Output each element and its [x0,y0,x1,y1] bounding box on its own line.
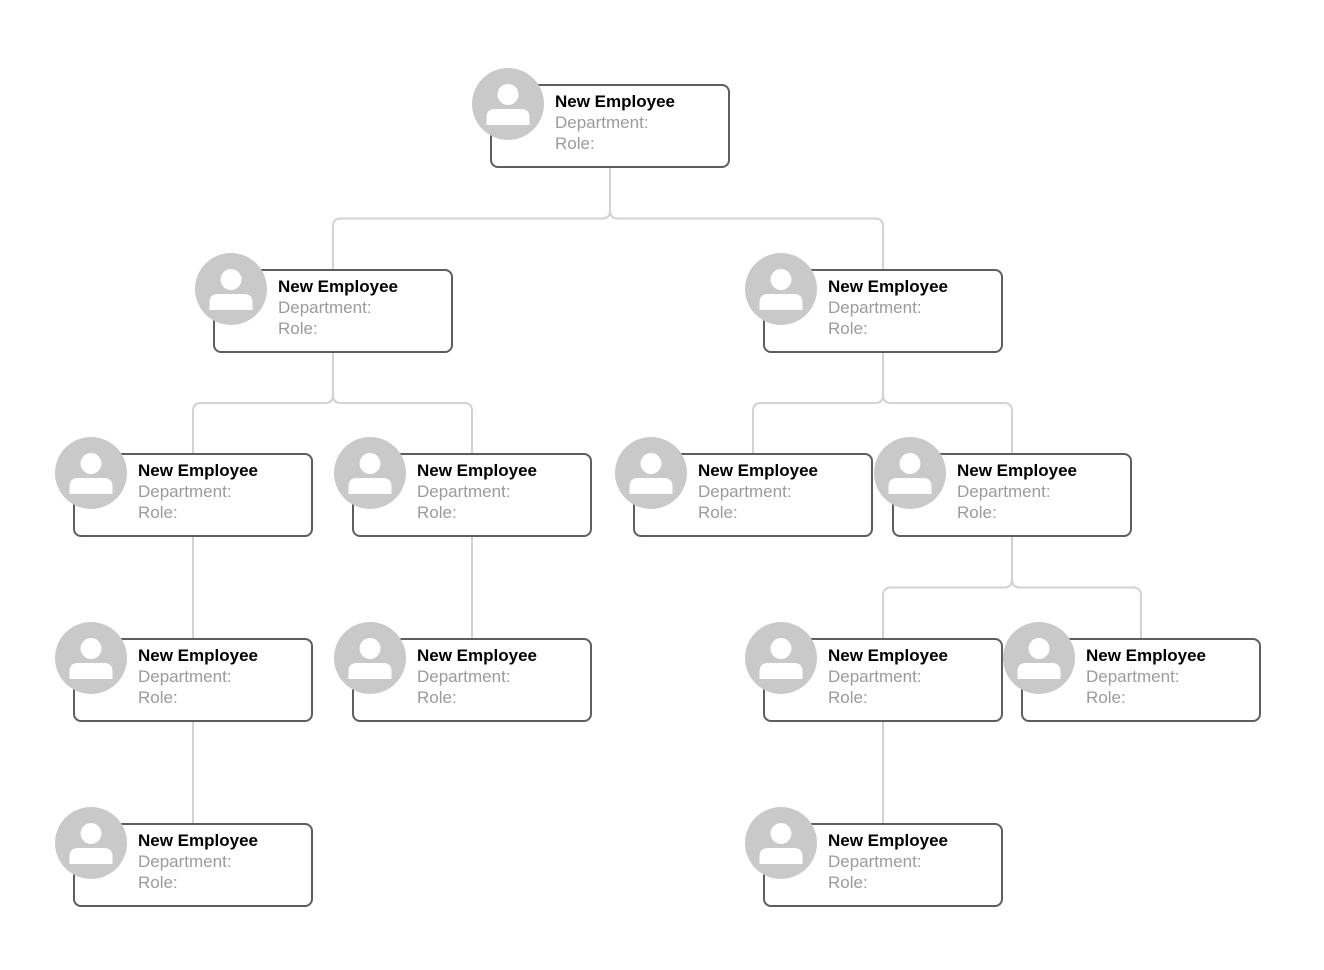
person-avatar-icon [195,253,267,325]
employee-role-label: Role: [698,503,738,522]
employee-department-label: Department: [828,667,922,686]
employee-node-n1[interactable]: New Employee Department: Role: [472,68,730,168]
employee-role-label: Role: [417,503,457,522]
employee-department-label: Department: [828,298,922,317]
employee-name: New Employee [698,461,818,480]
employee-name: New Employee [957,461,1077,480]
connector-line-n7-n10[interactable] [882,537,1013,638]
employee-department-label: Department: [278,298,372,317]
employee-node-text: New Employee Department: Role: [138,460,305,523]
employee-node-text: New Employee Department: Role: [957,460,1124,523]
employee-role-label: Role: [138,873,178,892]
employee-node-n7[interactable]: New Employee Department: Role: [874,437,1132,537]
employee-node-n13[interactable]: New Employee Department: Role: [745,807,1003,907]
connector-line-n7-n11[interactable] [1011,537,1142,638]
employee-node-text: New Employee Department: Role: [828,645,995,708]
connector-line-n2-n4[interactable] [192,353,334,453]
employee-role-label: Role: [828,319,868,338]
employee-role-label: Role: [1086,688,1126,707]
employee-node-n10[interactable]: New Employee Department: Role: [745,622,1003,722]
employee-node-n6[interactable]: New Employee Department: Role: [615,437,873,537]
person-avatar-icon [334,437,406,509]
person-avatar-icon [745,253,817,325]
employee-node-text: New Employee Department: Role: [138,645,305,708]
employee-node-n8[interactable]: New Employee Department: Role: [55,622,313,722]
employee-node-text: New Employee Department: Role: [1086,645,1253,708]
employee-department-label: Department: [138,482,232,501]
employee-name: New Employee [828,646,948,665]
person-avatar-icon [745,622,817,694]
employee-name: New Employee [138,461,258,480]
employee-department-label: Department: [698,482,792,501]
employee-node-text: New Employee Department: Role: [278,276,445,339]
employee-department-label: Department: [1086,667,1180,686]
employee-node-n3[interactable]: New Employee Department: Role: [745,253,1003,353]
employee-department-label: Department: [417,482,511,501]
employee-role-label: Role: [828,688,868,707]
employee-name: New Employee [828,277,948,296]
employee-node-n11[interactable]: New Employee Department: Role: [1003,622,1261,722]
employee-department-label: Department: [417,667,511,686]
employee-name: New Employee [417,646,537,665]
employee-node-text: New Employee Department: Role: [698,460,865,523]
employee-department-label: Department: [957,482,1051,501]
employee-node-text: New Employee Department: Role: [417,645,584,708]
employee-node-n12[interactable]: New Employee Department: Role: [55,807,313,907]
employee-role-label: Role: [138,503,178,522]
employee-name: New Employee [278,277,398,296]
person-avatar-icon [745,807,817,879]
employee-department-label: Department: [828,852,922,871]
employee-role-label: Role: [828,873,868,892]
connector-line-n2-n5[interactable] [332,353,473,453]
connector-line-n3-n6[interactable] [752,353,884,453]
employee-name: New Employee [138,831,258,850]
employee-department-label: Department: [138,852,232,871]
employee-node-n9[interactable]: New Employee Department: Role: [334,622,592,722]
employee-node-n5[interactable]: New Employee Department: Role: [334,437,592,537]
employee-role-label: Role: [957,503,997,522]
employee-name: New Employee [555,92,675,111]
employee-node-text: New Employee Department: Role: [555,91,722,154]
employee-node-n4[interactable]: New Employee Department: Role: [55,437,313,537]
person-avatar-icon [55,437,127,509]
person-avatar-icon [55,807,127,879]
person-avatar-icon [1003,622,1075,694]
employee-role-label: Role: [555,134,595,153]
person-avatar-icon [334,622,406,694]
employee-department-label: Department: [555,113,649,132]
employee-name: New Employee [138,646,258,665]
person-avatar-icon [874,437,946,509]
person-avatar-icon [472,68,544,140]
person-avatar-icon [55,622,127,694]
employee-node-text: New Employee Department: Role: [138,830,305,893]
employee-role-label: Role: [417,688,457,707]
employee-role-label: Role: [138,688,178,707]
connector-line-n3-n7[interactable] [882,353,1013,453]
employee-name: New Employee [1086,646,1206,665]
connector-line-n1-n3[interactable] [609,168,884,269]
person-avatar-icon [615,437,687,509]
employee-name: New Employee [828,831,948,850]
employee-department-label: Department: [138,667,232,686]
employee-node-n2[interactable]: New Employee Department: Role: [195,253,453,353]
employee-name: New Employee [417,461,537,480]
employee-node-text: New Employee Department: Role: [417,460,584,523]
employee-node-text: New Employee Department: Role: [828,276,995,339]
employee-node-text: New Employee Department: Role: [828,830,995,893]
connector-line-n1-n2[interactable] [332,168,611,269]
employee-role-label: Role: [278,319,318,338]
